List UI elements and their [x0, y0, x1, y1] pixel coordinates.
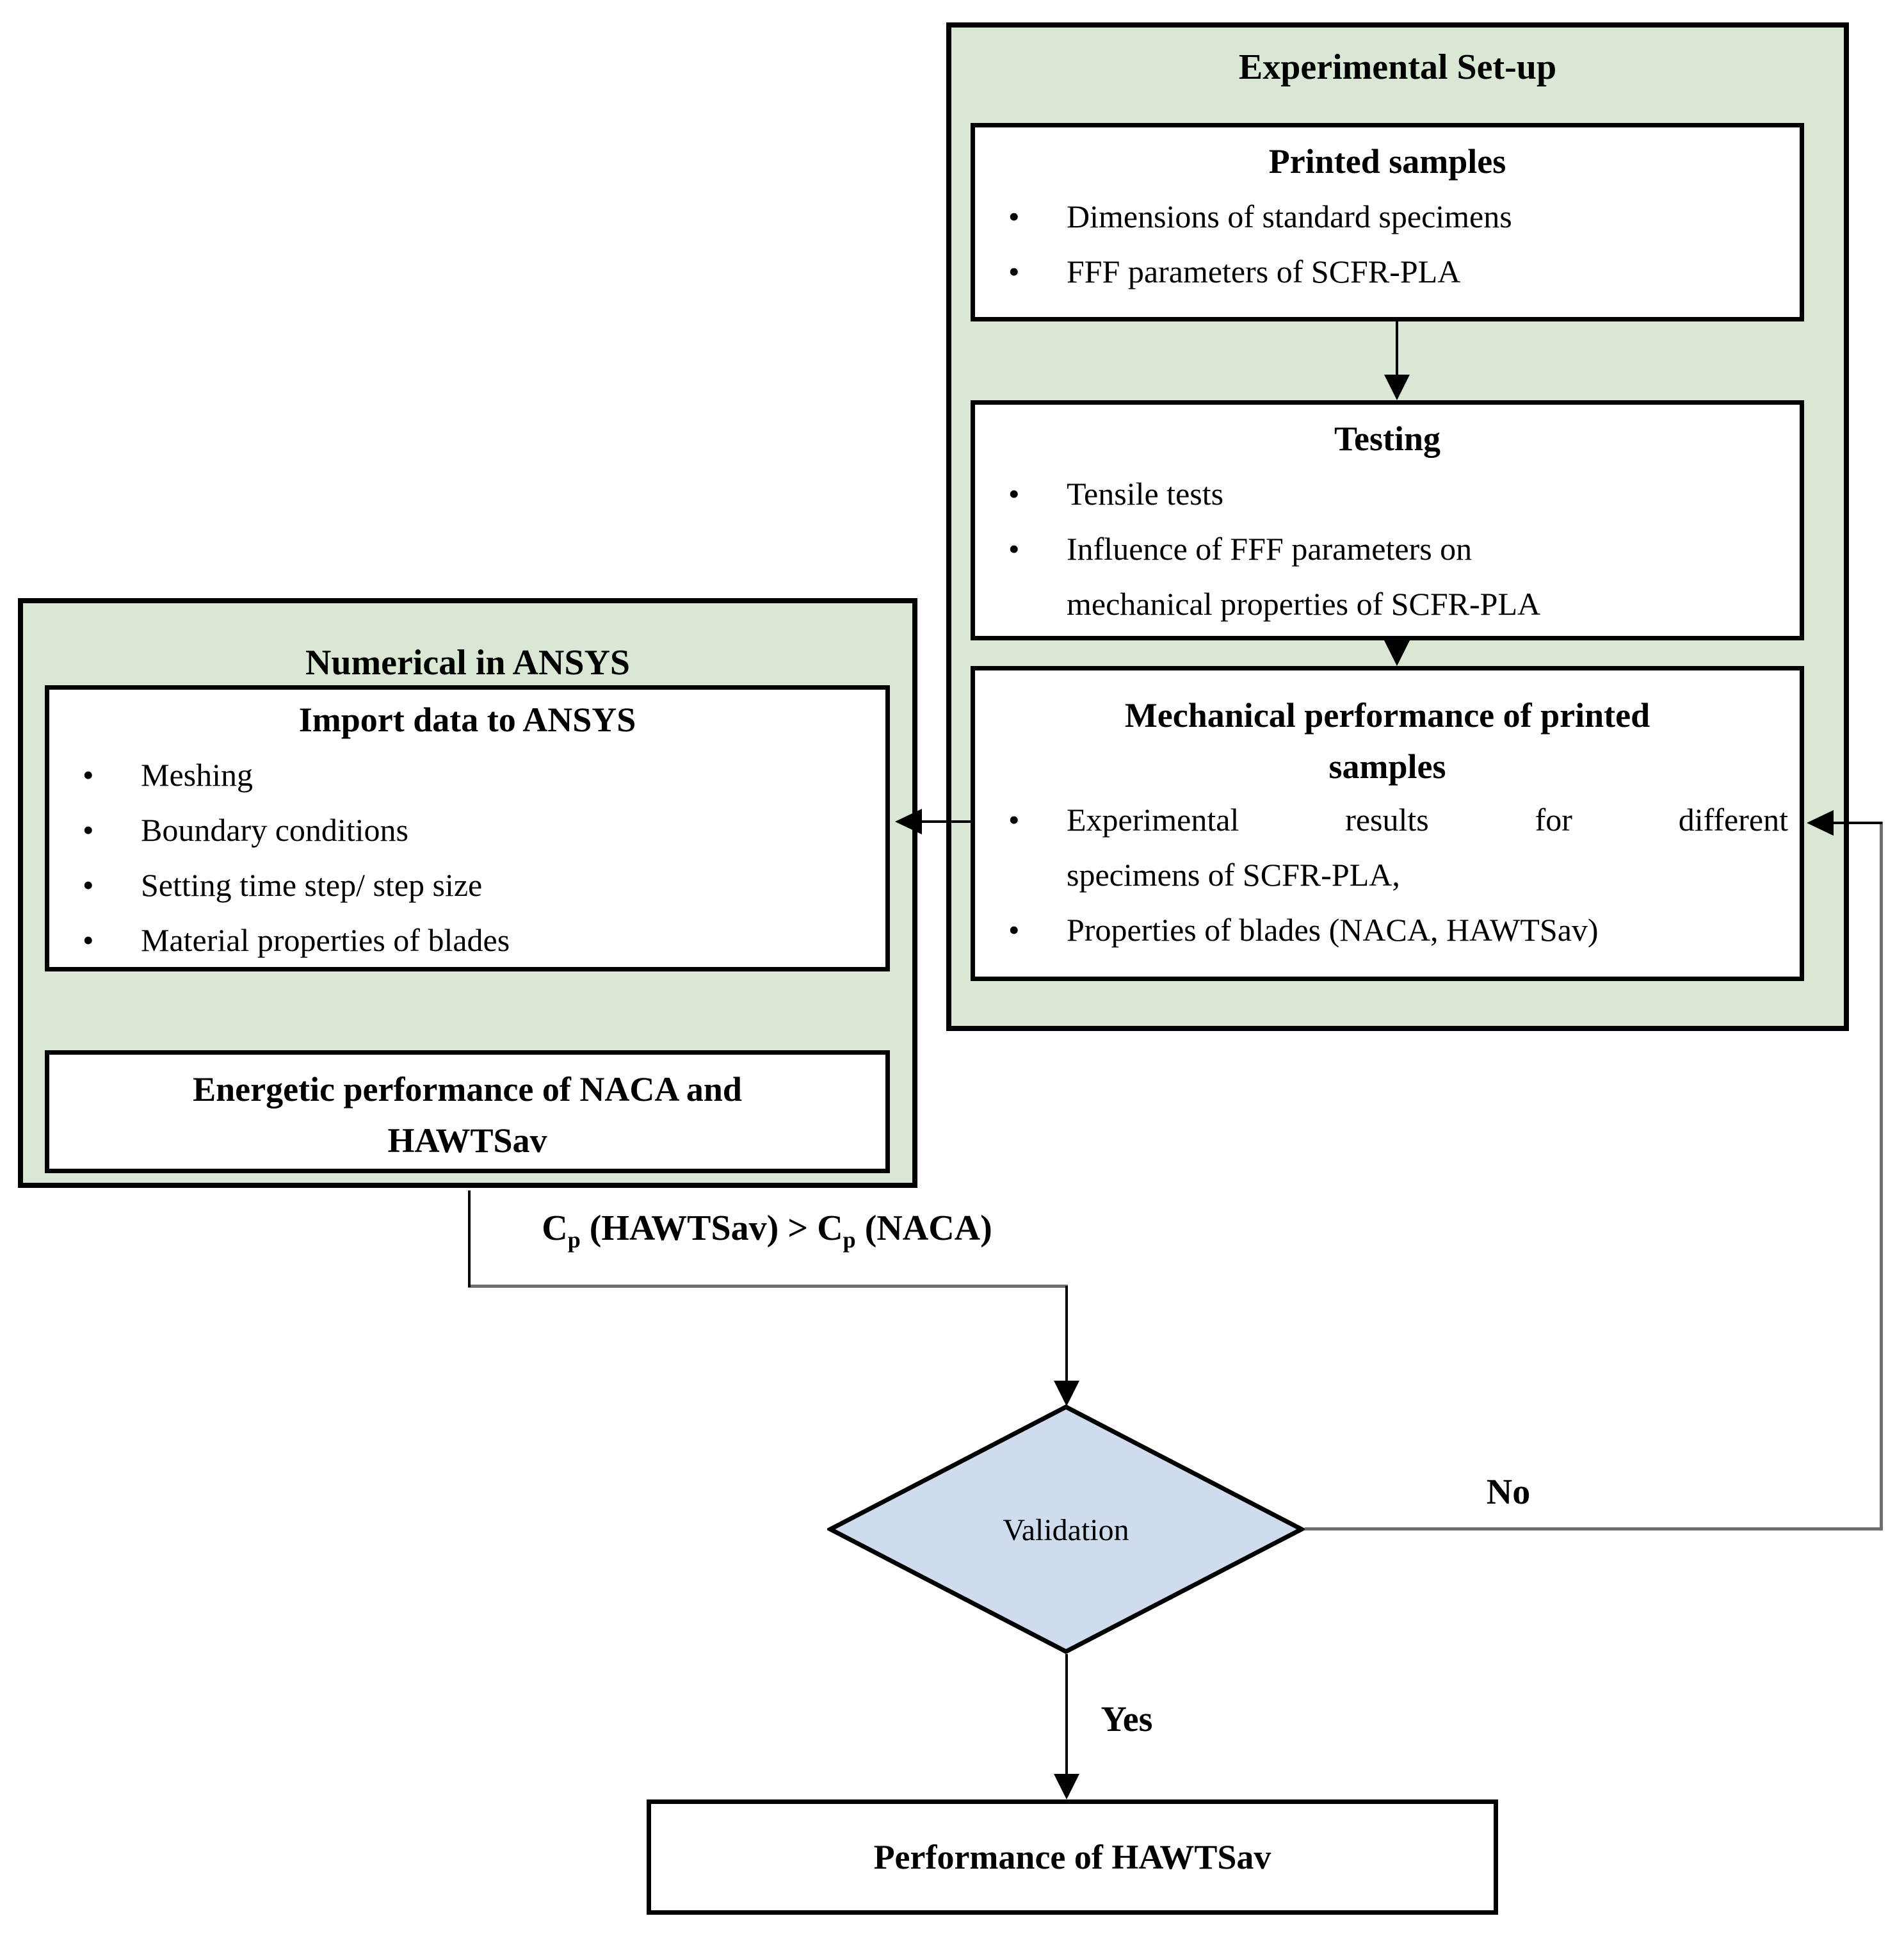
- list-item-text: Experimental results for different: [1067, 802, 1788, 838]
- list-item: • Tensile tests: [975, 466, 1800, 521]
- condition-label: Cp (HAWTSav) > Cp (NACA): [469, 1196, 1065, 1272]
- experimental-setup-title: Experimental Set-up: [1238, 47, 1557, 87]
- bullet-icon: •: [1008, 476, 1020, 512]
- condition-text: C: [542, 1208, 568, 1248]
- bullet-icon: •: [1008, 912, 1020, 948]
- bullet-icon: •: [1008, 531, 1020, 567]
- yes-branch-label: Yes: [1101, 1700, 1153, 1739]
- bullet-icon: •: [1008, 199, 1020, 234]
- arrow-left-icon: [1807, 810, 1834, 836]
- condition-text: (NACA): [855, 1208, 992, 1248]
- arrow-left-icon: [895, 809, 922, 834]
- title-line: Energetic performance of NACA and: [193, 1070, 742, 1109]
- energetic-performance-title: Energetic performance of NACA and HAWTSa…: [49, 1064, 885, 1166]
- connector-line: [1305, 1527, 1883, 1531]
- list-item-text: Tensile tests: [1067, 476, 1224, 512]
- testing-title: Testing: [1334, 419, 1441, 458]
- list-item-text: Boundary conditions: [141, 812, 409, 848]
- connector-line: [1065, 1654, 1068, 1777]
- printed-samples-title: Printed samples: [1268, 142, 1506, 181]
- condition-text: (HAWTSav) > C: [580, 1208, 843, 1248]
- title-line: samples: [1328, 747, 1446, 786]
- bullet-icon: •: [1008, 802, 1020, 838]
- title-line: HAWTSav: [387, 1121, 547, 1160]
- condition-subscript: p: [843, 1227, 856, 1253]
- bullet-icon: •: [83, 812, 94, 848]
- connector-line: [921, 820, 973, 823]
- list-item: • FFF parameters of SCFR-PLA: [975, 244, 1800, 299]
- arrow-down-icon: [1054, 1381, 1079, 1406]
- list-item: • Properties of blades (NACA, HAWTSav): [975, 902, 1800, 957]
- connector-line: [1831, 822, 1882, 824]
- validation-label: Validation: [1003, 1513, 1129, 1547]
- list-item-text: specimens of SCFR-PLA,: [1067, 857, 1400, 893]
- list-item-text: Influence of FFF parameters on: [1067, 531, 1472, 567]
- connector-line: [468, 1285, 1068, 1288]
- arrow-down-icon: [1384, 640, 1410, 666]
- bullet-icon: •: [83, 922, 94, 958]
- performance-result-node: Performance of HAWTSav: [647, 1799, 1498, 1915]
- title-line: Mechanical performance of printed: [1124, 696, 1650, 735]
- list-item: • Influence of FFF parameters on mechani…: [975, 521, 1800, 631]
- diamond-shape: [827, 1404, 1305, 1654]
- import-data-node: Import data to ANSYS • Meshing • Boundar…: [45, 685, 890, 971]
- performance-result-title: Performance of HAWTSav: [873, 1838, 1271, 1876]
- list-item-text: Material properties of blades: [141, 922, 510, 958]
- list-item-text: mechanical properties of SCFR-PLA: [1067, 586, 1541, 622]
- connector-line: [1396, 321, 1398, 378]
- connector-line: [468, 1190, 471, 1287]
- import-data-title: Import data to ANSYS: [298, 701, 636, 739]
- list-item-text: Properties of blades (NACA, HAWTSav): [1067, 912, 1599, 948]
- arrow-down-icon: [1384, 375, 1410, 400]
- testing-node: Testing • Tensile tests • Influence of F…: [971, 400, 1804, 640]
- list-item-text: Dimensions of standard specimens: [1067, 199, 1512, 234]
- printed-samples-node: Printed samples • Dimensions of standard…: [971, 123, 1804, 321]
- validation-decision-diamond: [827, 1404, 1305, 1654]
- connector-line: [1880, 822, 1883, 1529]
- arrow-down-icon: [1054, 1774, 1079, 1799]
- list-item-text: Setting time step/ step size: [141, 867, 483, 903]
- numerical-ansys-title: Numerical in ANSYS: [305, 643, 631, 683]
- list-item: • Boundary conditions: [49, 802, 885, 857]
- mechanical-performance-title: Mechanical performance of printed sample…: [975, 690, 1800, 792]
- list-item-text: Meshing: [141, 757, 253, 793]
- no-branch-label: No: [1486, 1472, 1531, 1512]
- mechanical-performance-node: Mechanical performance of printed sample…: [971, 666, 1804, 981]
- bullet-icon: •: [1008, 254, 1020, 289]
- list-item-text: FFF parameters of SCFR-PLA: [1067, 254, 1461, 289]
- condition-subscript: p: [567, 1227, 581, 1253]
- list-item: • Setting time step/ step size: [49, 857, 885, 913]
- list-item: • Material properties of blades: [49, 913, 885, 968]
- connector-line: [1065, 1286, 1068, 1383]
- bullet-icon: •: [83, 757, 94, 793]
- energetic-performance-node: Energetic performance of NACA and HAWTSa…: [45, 1050, 890, 1173]
- list-item: • Meshing: [49, 747, 885, 802]
- list-item: • Dimensions of standard specimens: [975, 189, 1800, 244]
- list-item: • Experimental results for different spe…: [975, 792, 1800, 902]
- bullet-icon: •: [83, 867, 94, 903]
